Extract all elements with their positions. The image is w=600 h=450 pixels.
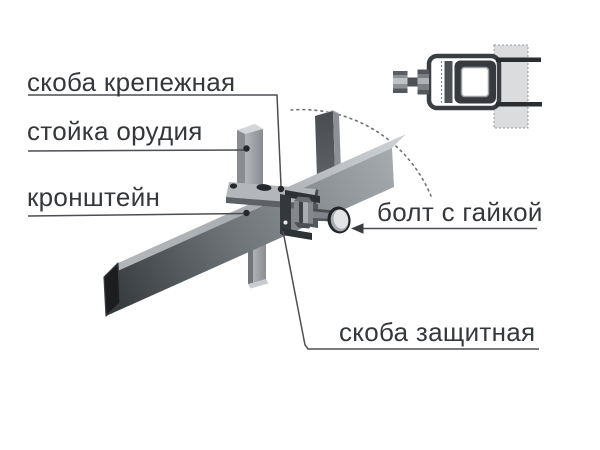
leader-protective-clamp — [282, 230, 539, 350]
inset-tube — [454, 60, 496, 104]
fastening-clamp-plate — [226, 182, 319, 210]
clamp-hole — [283, 220, 288, 225]
inset-bar-bottom — [496, 102, 542, 107]
label-protective-clamp: скоба защитная — [339, 317, 536, 347]
label-bracket: кронштейн — [27, 182, 161, 212]
label-implement-post: стойка орудия — [27, 116, 203, 146]
leader-lines — [27, 94, 539, 350]
arrow-left-icon — [351, 223, 364, 234]
rear-flange — [315, 110, 341, 178]
leader-bracket — [27, 209, 250, 217]
leader-implement-post — [27, 145, 250, 152]
label-bolt-with-nut: болт с гайкой — [377, 197, 543, 227]
beam — [103, 134, 406, 317]
inset-bar-top — [496, 57, 541, 62]
bolt — [313, 206, 351, 234]
protective-clamp — [280, 190, 351, 240]
bolt-head — [327, 206, 351, 234]
leader-fastening-clamp — [28, 94, 285, 193]
inset-pressure-pad — [444, 61, 453, 103]
label-fastening-clamp: скоба крепежная — [27, 67, 236, 97]
inset-bolt — [393, 69, 429, 95]
leader-bolt — [351, 223, 537, 234]
implement-post-upper — [237, 124, 263, 194]
cross-section-inset — [393, 44, 542, 129]
